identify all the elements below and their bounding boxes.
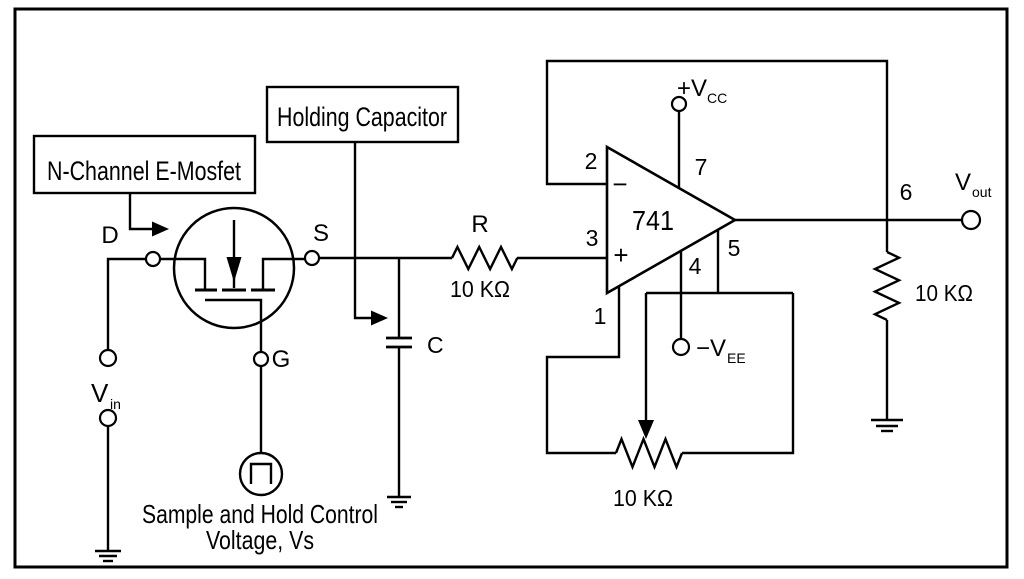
- pot-zigzag: [614, 435, 684, 471]
- vcc-terminal: [670, 95, 688, 113]
- mosfet-callout-arrow-icon: [152, 221, 169, 237]
- load-resistor-value: 10 KΩ: [915, 280, 973, 306]
- source-terminal: [303, 249, 321, 267]
- vcc-label-subscript: CC: [707, 90, 727, 106]
- opamp-741: − + 741 2 3 7 4 5 1 6: [585, 144, 913, 329]
- pin5-label: 5: [728, 235, 741, 261]
- pin6-label: 6: [900, 179, 913, 205]
- vcc-supply: +V CC: [670, 75, 727, 189]
- vin-terminal-bottom: [98, 408, 118, 428]
- opamp-part-number: 741: [632, 205, 674, 236]
- vin-port: V in: [91, 257, 146, 563]
- holding-capacitor: C: [386, 258, 444, 509]
- pin1-wire: [545, 286, 621, 455]
- vin-label-subscript: in: [110, 396, 121, 412]
- capacitor-callout-arrow-icon: [371, 310, 388, 326]
- vcc-label: +V: [677, 75, 707, 102]
- control-caption-line1: Sample and Hold Control: [142, 499, 378, 529]
- ground-symbol: [95, 549, 121, 563]
- gate-label: G: [272, 346, 291, 373]
- resistor-r-value: 10 KΩ: [450, 276, 510, 302]
- capacitor-callout-leader: [353, 142, 372, 320]
- feedback-wire: [545, 59, 889, 252]
- ground-symbol: [871, 418, 903, 433]
- vin-label: V: [91, 378, 109, 408]
- vout-terminal: [960, 209, 982, 231]
- mosfet-drain-contact: [160, 257, 207, 289]
- mosfet-source-contact: [261, 257, 305, 289]
- mosfet-substrate-arrow-icon: [226, 257, 242, 282]
- noninverting-input-plus-icon: +: [613, 240, 628, 270]
- pot-right-wire: [682, 293, 795, 455]
- mosfet-symbol: D S G: [101, 206, 329, 373]
- capacitor-callout-label: Holding Capacitor: [277, 102, 447, 132]
- pot-value: 10 KΩ: [613, 485, 673, 511]
- diagram-border: [13, 7, 1009, 569]
- pulse-source-circle: [238, 451, 284, 497]
- capacitor-callout-box: [265, 85, 460, 144]
- vin-terminal-top: [98, 348, 118, 368]
- drain-terminal: [144, 250, 162, 268]
- capacitor-label: C: [427, 332, 444, 358]
- resistor-r-label: R: [471, 211, 488, 238]
- control-voltage-source: Sample and Hold Control Voltage, Vs: [142, 366, 378, 555]
- pin2-label: 2: [585, 148, 598, 174]
- offset-null-potentiometer: 10 KΩ: [545, 230, 795, 511]
- control-caption-line2: Voltage, Vs: [206, 525, 314, 555]
- vout-label: V: [955, 169, 971, 196]
- ground-symbol: [387, 495, 411, 509]
- mosfet-callout-label: N-Channel E-Mosfet: [47, 156, 241, 186]
- pin1-label: 1: [594, 303, 607, 329]
- capacitor-callout: Holding Capacitor: [265, 85, 460, 326]
- pin4-label: 4: [689, 253, 702, 279]
- mosfet-callout: N-Channel E-Mosfet: [32, 134, 257, 237]
- vee-supply: −V EE: [671, 251, 746, 366]
- mosfet-gate-line: [205, 298, 263, 352]
- pot-wiper-arrow-icon: [638, 420, 654, 439]
- mosfet-callout-box: [32, 134, 257, 195]
- opamp-triangle: [605, 144, 738, 296]
- pin7-label: 7: [695, 154, 708, 180]
- vee-label: −V: [696, 335, 726, 362]
- load-resistor-zigzag: [872, 250, 902, 321]
- mosfet-callout-leader: [128, 193, 153, 231]
- drain-wire: [106, 257, 146, 350]
- resistor-r-zigzag: [450, 244, 519, 272]
- output-network: V out 10 KΩ: [735, 169, 992, 433]
- gate-terminal: [252, 350, 270, 368]
- pin3-label: 3: [586, 225, 599, 251]
- inverting-input-minus-icon: −: [612, 169, 627, 199]
- series-resistor: R 10 KΩ: [319, 211, 607, 302]
- vee-label-subscript: EE: [727, 350, 746, 366]
- pulse-waveform-icon: [249, 462, 273, 484]
- vout-label-subscript: out: [972, 184, 992, 200]
- mosfet-body-circle: [172, 206, 296, 330]
- source-label: S: [313, 220, 329, 247]
- drain-label: D: [101, 222, 118, 249]
- vee-terminal: [671, 337, 691, 357]
